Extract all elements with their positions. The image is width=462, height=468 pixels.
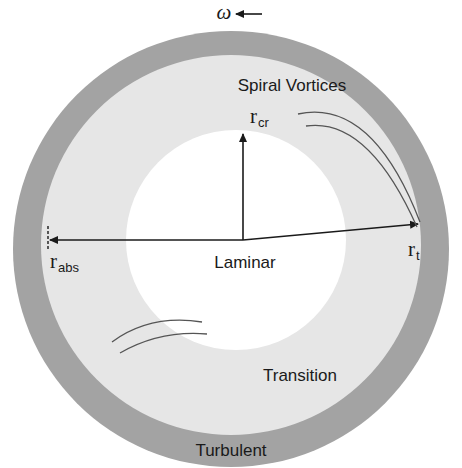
subscript-label: abs [58, 261, 79, 275]
subscript-label: cr [258, 116, 269, 130]
vortex-curve [306, 125, 417, 227]
radius-symbol: r [50, 250, 57, 273]
turbulent-region: Laminar Spiral VorticesTransitionTurbulen… [13, 31, 449, 467]
radius-arrow [50, 239, 243, 241]
region-label: Turbulent [195, 441, 266, 461]
vortex-curve [112, 320, 202, 342]
radius-arrow [243, 224, 418, 240]
region-label: Spiral Vortices [238, 76, 347, 96]
region-label: Laminar [214, 253, 275, 273]
transition-region: Laminar Spiral VorticesTransition [41, 55, 421, 435]
vortex-curve [120, 333, 207, 353]
region-label: Transition [263, 366, 337, 386]
subscript-label: t [416, 249, 420, 263]
radius-tick [47, 226, 48, 249]
rotation-arrow [236, 13, 262, 15]
radius-symbol: r [250, 105, 257, 128]
radius-arrow [242, 134, 244, 240]
angular-velocity-symbol: ω [217, 1, 232, 24]
vortex-curve [298, 112, 420, 222]
radius-symbol: r [408, 238, 415, 261]
